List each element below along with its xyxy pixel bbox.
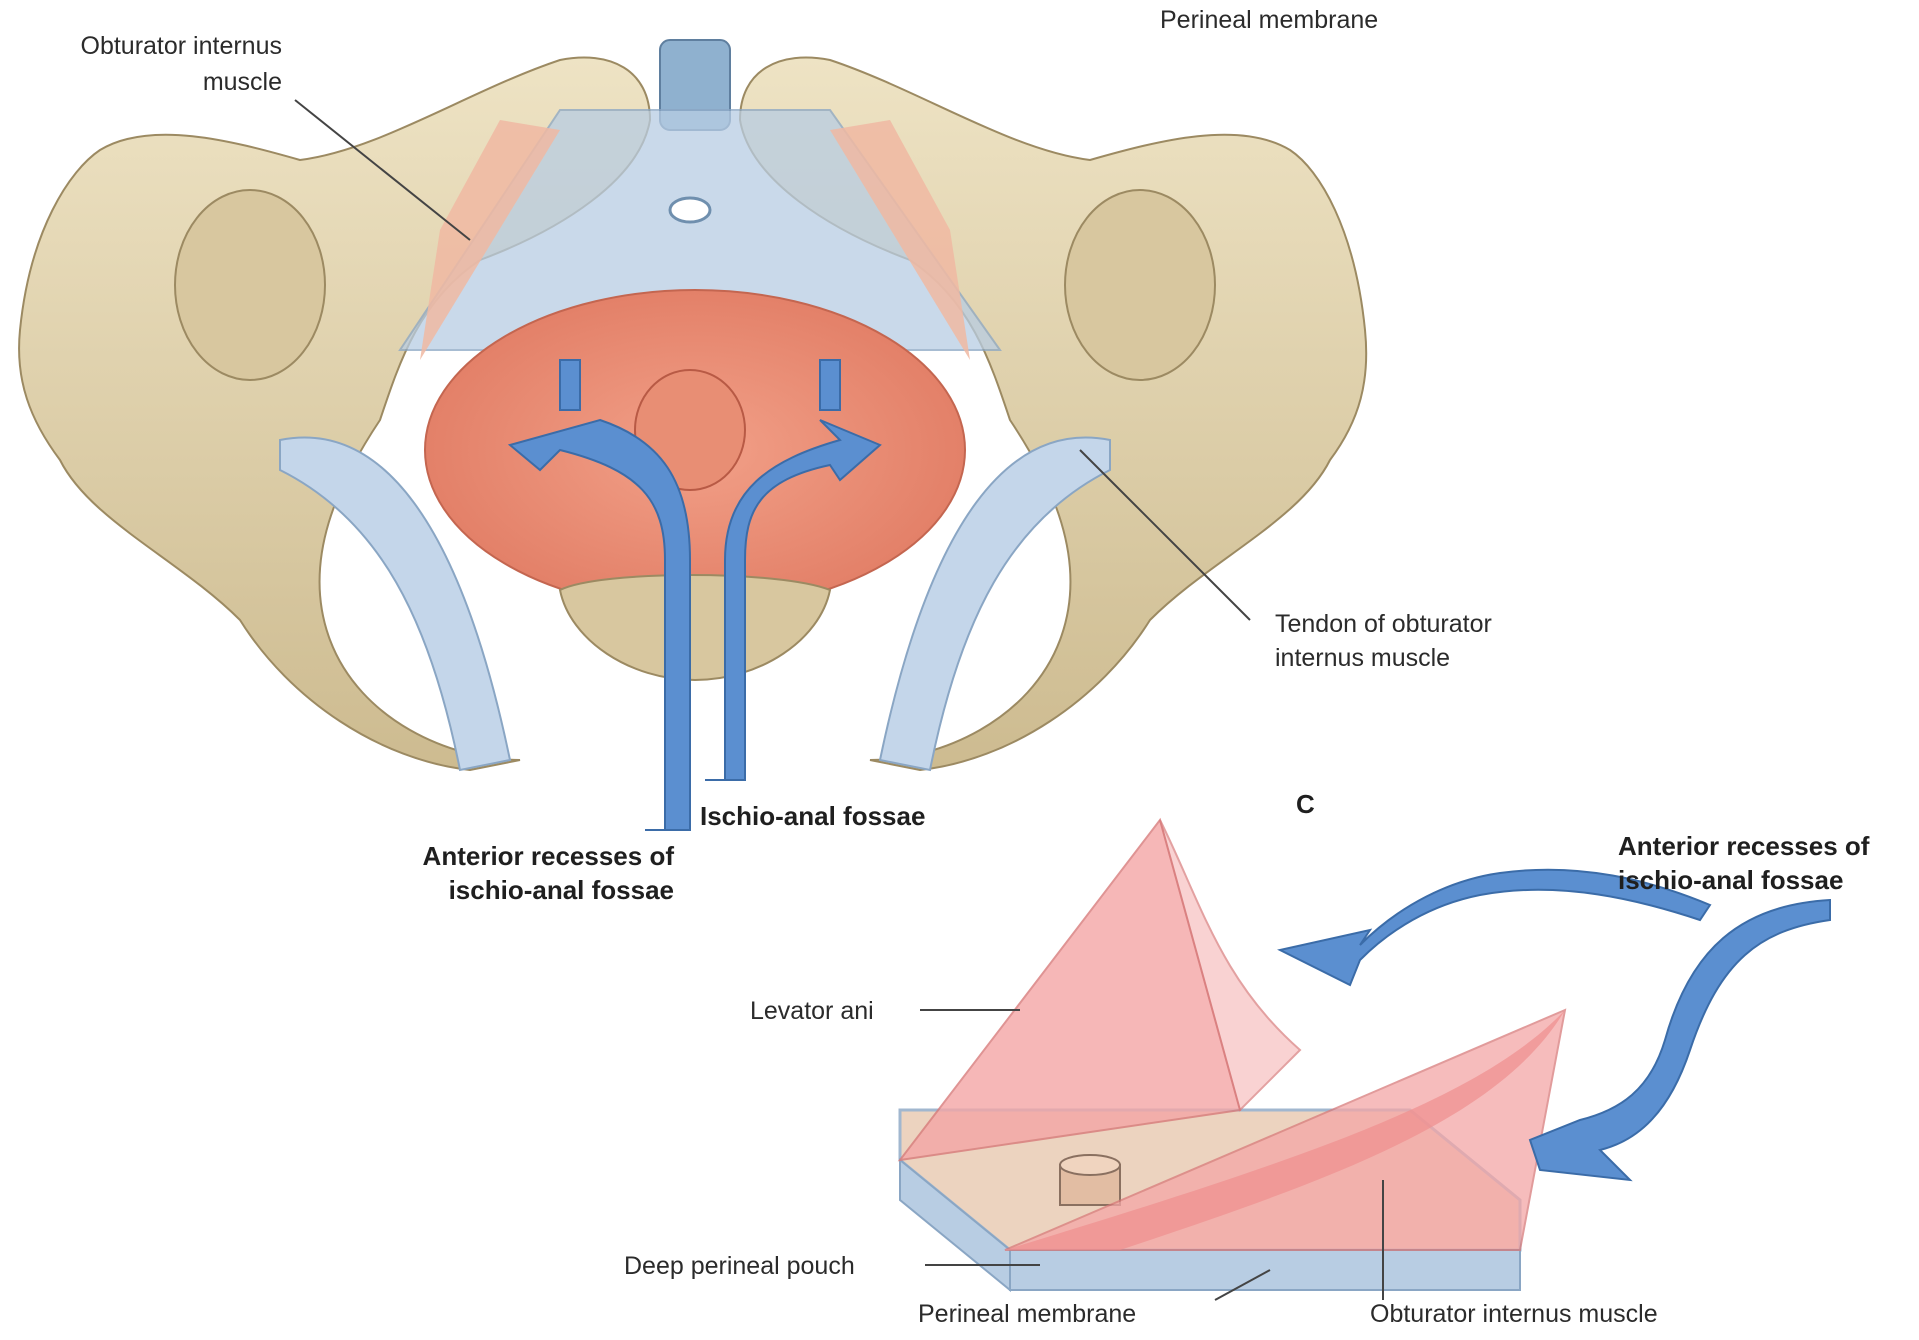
label-anterior-recesses-left-line1: Anterior recesses of bbox=[330, 840, 674, 872]
label-tendon-line2: internus muscle bbox=[1275, 642, 1450, 674]
label-perineal-membrane-bottom: Perineal membrane bbox=[918, 1298, 1136, 1330]
label-levator-ani: Levator ani bbox=[750, 995, 874, 1027]
label-anterior-recesses-right-line2: ischio-anal fossae bbox=[1618, 864, 1843, 896]
levator-ani-sheet bbox=[900, 820, 1240, 1160]
label-panel-c: C bbox=[1296, 788, 1315, 820]
label-ischio-anal-fossae: Ischio-anal fossae bbox=[700, 800, 925, 832]
label-perineal-membrane-top: Perineal membrane bbox=[1160, 4, 1378, 36]
label-anterior-recesses-left-line2: ischio-anal fossae bbox=[330, 874, 674, 906]
label-obturator-internus-line2: muscle bbox=[12, 66, 282, 98]
label-deep-perineal-pouch: Deep perineal pouch bbox=[624, 1250, 855, 1282]
pelvis-illustration bbox=[19, 40, 1366, 830]
label-obturator-internus-line1: Obturator internus bbox=[12, 30, 282, 62]
label-obturator-internus-bottom: Obturator internus muscle bbox=[1370, 1298, 1658, 1330]
label-anterior-recesses-right-line1: Anterior recesses of bbox=[1618, 830, 1869, 862]
label-tendon-line1: Tendon of obturator bbox=[1275, 608, 1492, 640]
